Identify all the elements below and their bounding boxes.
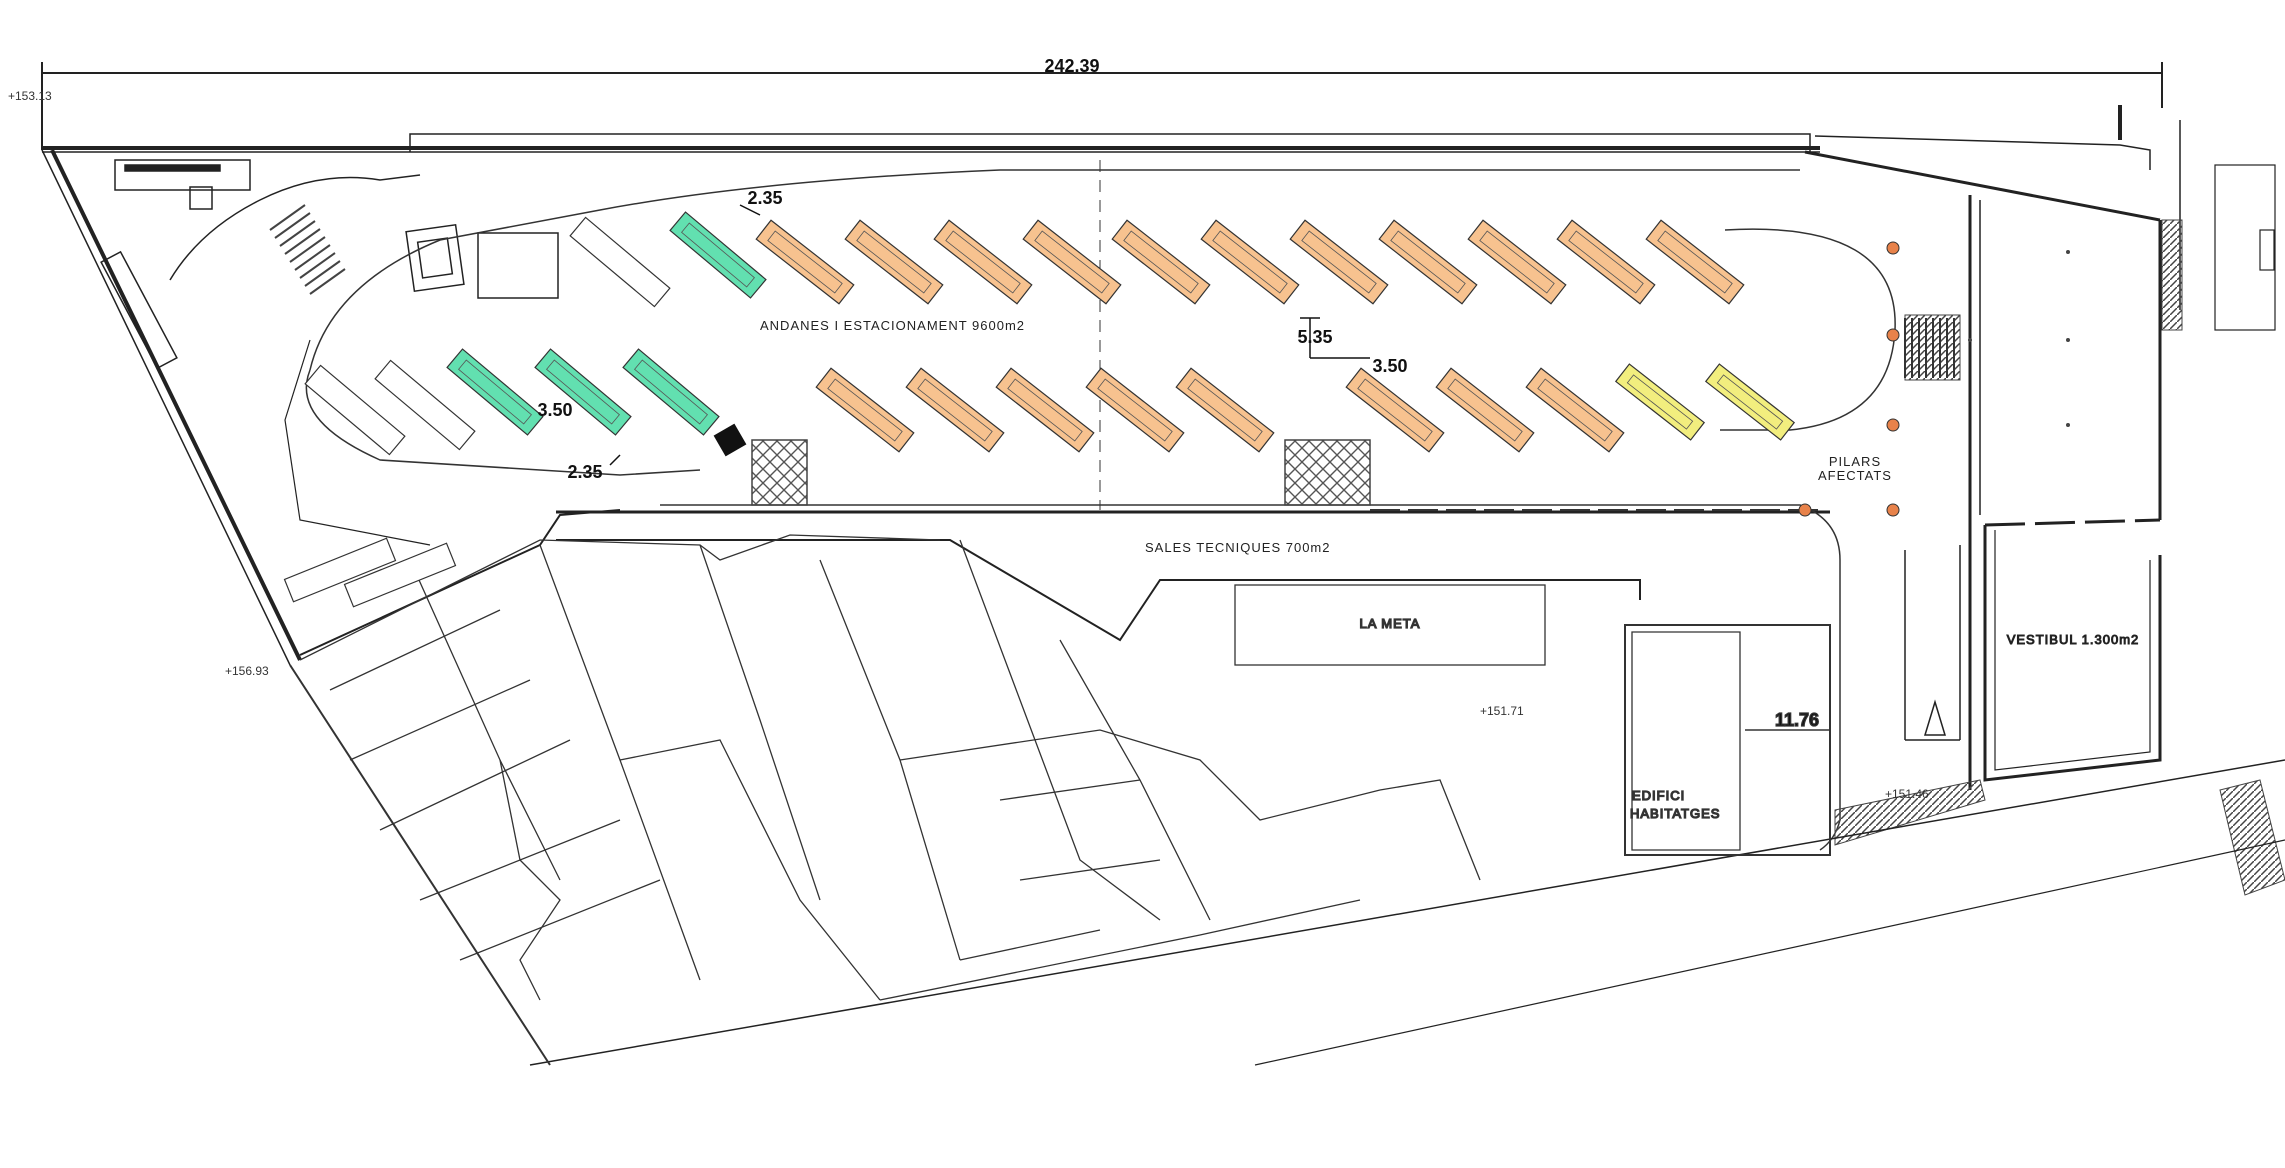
bus-orange-top-5 [1111,219,1211,305]
bus-orange-bottom-5 [1175,367,1275,453]
bus-orange-bottom-7 [1435,367,1535,453]
bus-orange-bottom-4 [1085,367,1185,453]
entrance-structures [100,159,559,370]
lane-width-right: 3.50 [1372,356,1407,376]
bus-green-top [669,211,767,299]
sales-label: SALES TECNIQUES 700m2 [1145,540,1331,555]
la-meta-label: LA META [1360,616,1421,631]
andanes-label: ANDANES I ESTACIONAMENT 9600m2 [760,318,1025,333]
level-left: +156.93 [225,664,269,678]
bus-green-bottom-3 [622,348,720,436]
bus-orange-top-7 [1289,219,1389,305]
affected-pillars [1798,241,1900,517]
level-top-left: +153.13 [8,89,52,103]
bus-orange-bottom-1 [815,367,915,453]
bus-yellow-bottom-1 [1614,363,1706,441]
empty-bay-left-2 [374,359,476,451]
bus-bays [283,211,1796,608]
ramp-hatch [529,759,2285,1066]
edifici-label-2: HABITATGES [1630,806,1720,821]
bay-width-top: 2.35 [747,188,782,208]
bus-orange-top-10 [1556,219,1656,305]
bus-orange-top-4 [1022,219,1122,305]
empty-bay-top [569,216,671,308]
pillar-marker-4 [1886,503,1900,517]
platform-bench-1 [283,537,397,603]
pilars-label-2: AFECTATS [1818,468,1892,483]
vestibul-label: VESTIBUL 1.300m2 [2007,632,2140,647]
pillar-block-left [751,439,808,506]
platform-area [305,160,1896,851]
bus-green-bottom-1 [446,348,544,436]
bay-width-bottom: 2.35 [567,462,602,482]
pillar-block-center [1284,439,1371,506]
pilars-label-1: PILARS [1829,454,1881,469]
bus-yellow-bottom-2 [1704,363,1796,441]
bus-orange-bottom-2 [905,367,1005,453]
bus-green-bottom-2 [534,348,632,436]
pillar-marker-5 [1798,503,1812,517]
level-center-right: +151.71 [1480,704,1524,718]
pillar-marker-2 [1886,328,1900,342]
pillar-marker-3 [1886,418,1900,432]
empty-bay-left-1 [304,364,406,456]
platform-bench-2 [343,542,457,608]
left-boundary-wall [41,149,1830,666]
south-buildings: LA META EDIFICI HABITATGES 11.76 [289,534,1831,1066]
corridor-lines [1904,314,1961,741]
bus-orange-top-6 [1200,219,1300,305]
edifici-offset-label: 11.76 [1775,710,1819,730]
top-boundary-wall [42,105,2181,310]
lane-width-center: 5.35 [1297,327,1332,347]
bus-orange-top-2 [844,219,944,305]
overall-width-label: 242.39 [1044,56,1099,76]
crosswalk [1904,318,1955,378]
pillar-marker-1 [1886,241,1900,255]
bus-orange-top-3 [933,219,1033,305]
bus-orange-top-1 [755,219,855,305]
lane-width-left: 3.50 [537,400,572,420]
level-bottom-right: +151.46 [1885,787,1929,801]
bus-orange-top-11 [1645,219,1745,305]
bus-orange-top-8 [1378,219,1478,305]
bus-orange-bottom-8 [1525,367,1625,453]
bus-orange-bottom-6 [1345,367,1445,453]
bay-stop-marker [713,423,747,457]
overall-dimension: 242.39 [41,56,2163,150]
bus-orange-bottom-3 [995,367,1095,453]
bus-orange-top-9 [1467,219,1567,305]
bay-dimensions [609,204,1370,466]
vestibul-building: VESTIBUL 1.300m2 [1968,164,2276,790]
edifici-label-1: EDIFICI [1632,788,1685,803]
